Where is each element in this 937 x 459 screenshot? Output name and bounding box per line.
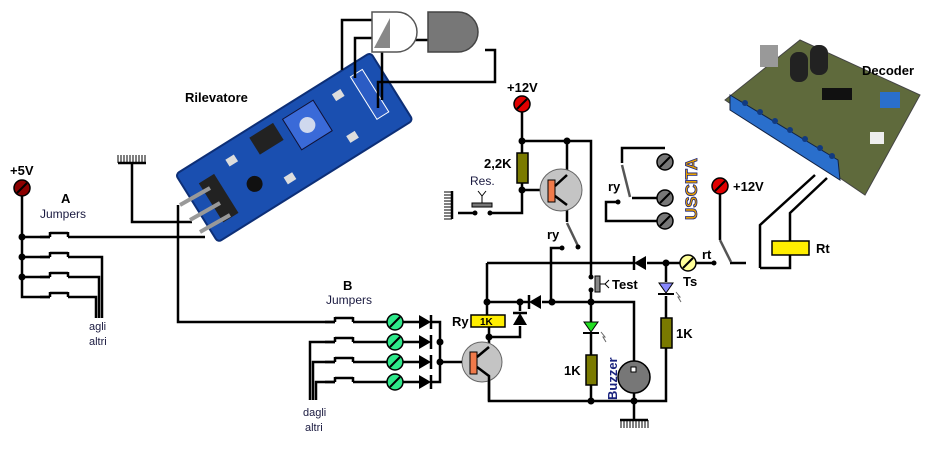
diode-b-2 xyxy=(417,333,433,351)
ry-relay-coil xyxy=(470,314,506,328)
jumpers-a-label: Jumpers xyxy=(40,207,86,221)
rt-label: rt xyxy=(702,247,712,262)
jumper-a-3[interactable] xyxy=(38,270,80,279)
sensor-module: Rilevatore xyxy=(176,11,497,242)
buzzer-label: Buzzer xyxy=(605,357,620,400)
rilevatore-label: Rilevatore xyxy=(185,90,248,105)
r-led-green-label: 1K xyxy=(564,363,581,378)
r-2k2-label: 2,2K xyxy=(484,156,512,171)
transistor-relay xyxy=(461,341,503,383)
altri-a-label: altri xyxy=(89,336,107,348)
agli-label: agli xyxy=(89,321,106,333)
transistor-reset xyxy=(539,168,583,212)
jumpers-b-label: Jumpers xyxy=(326,293,372,307)
ir-receiver-icon xyxy=(427,11,479,53)
decoder-board xyxy=(724,39,921,196)
resistor-2k2 xyxy=(516,152,529,184)
diode-top xyxy=(632,254,648,272)
ground-icon xyxy=(116,153,148,165)
rt-relay-label: Rt xyxy=(816,241,830,256)
resistor-green-led xyxy=(585,354,598,386)
jumper-a-2[interactable] xyxy=(38,250,80,259)
plus5v-terminal xyxy=(13,179,31,197)
led-green xyxy=(583,321,607,343)
diode-middle xyxy=(527,293,543,311)
test-label: Test xyxy=(612,277,638,292)
module-pins xyxy=(179,186,231,234)
r-led-blue-label: 1K xyxy=(676,326,693,341)
uscita-label: USCITA xyxy=(682,158,701,220)
jumper-b-1[interactable] xyxy=(323,315,365,324)
plus12v-top-terminal xyxy=(513,95,531,113)
jumper-a-4[interactable] xyxy=(38,290,80,299)
ry-output-switch xyxy=(620,164,632,198)
sensor-pcb xyxy=(176,52,413,242)
rt-relay-coil xyxy=(771,240,810,256)
uscita-terminal-3 xyxy=(656,212,674,230)
led-blue xyxy=(658,282,682,303)
diode-b-1 xyxy=(417,313,433,331)
reset-stage: +12V 2,2K Res. ry xyxy=(442,80,593,302)
buzzer-icon xyxy=(617,360,651,394)
res-label: Res. xyxy=(470,174,495,188)
reset-button[interactable] xyxy=(471,202,493,208)
terminal-b-4 xyxy=(386,373,404,391)
decoder-section: +12V rt Rt Decoder xyxy=(696,39,921,270)
section-a: +5V A Jumpers agli altri xyxy=(10,153,335,348)
ry-label: Ry xyxy=(452,314,469,329)
ts-label: Ts xyxy=(683,274,697,289)
main-circuit: Ts 1K Test Ry 1K 1K Buzzer xyxy=(452,254,697,430)
mount-hole-icon xyxy=(246,175,263,192)
ground-icon xyxy=(618,418,650,430)
plus12v-top-label: +12V xyxy=(507,80,538,95)
ry-resistor-label: 1K xyxy=(480,317,494,328)
uscita-output: ry USCITA xyxy=(604,146,701,230)
ry-uscita-label: ry xyxy=(608,179,621,194)
resistor-blue-led xyxy=(660,317,673,349)
jumper-a-1[interactable] xyxy=(38,230,80,239)
plus12v-right-label: +12V xyxy=(733,179,764,194)
terminal-b-1 xyxy=(386,313,404,331)
altri-b-label: altri xyxy=(305,422,323,434)
terminal-b-2 xyxy=(386,333,404,351)
diode-b-4 xyxy=(417,373,433,391)
uscita-terminal-1 xyxy=(656,153,674,171)
decoder-label: Decoder xyxy=(862,63,914,78)
test-button[interactable] xyxy=(594,275,601,293)
ic-chip-icon xyxy=(249,122,284,155)
dagli-label: dagli xyxy=(303,407,326,419)
plus5v-label: +5V xyxy=(10,163,34,178)
uscita-terminal-2 xyxy=(656,189,674,207)
ry-contact-switch xyxy=(565,222,580,247)
terminal-b-3 xyxy=(386,353,404,371)
ry-contact-label: ry xyxy=(547,227,560,242)
ts-terminal xyxy=(679,254,697,272)
diode-freewheel xyxy=(511,311,529,327)
ground-icon xyxy=(442,189,454,221)
diode-b-3 xyxy=(417,353,433,371)
group-a-label: A xyxy=(61,191,71,206)
rt-switch xyxy=(718,239,733,263)
plus12v-right-terminal xyxy=(711,177,729,195)
group-b-label: B xyxy=(343,278,352,293)
section-b: B Jumpers dagli altri xyxy=(303,278,462,434)
